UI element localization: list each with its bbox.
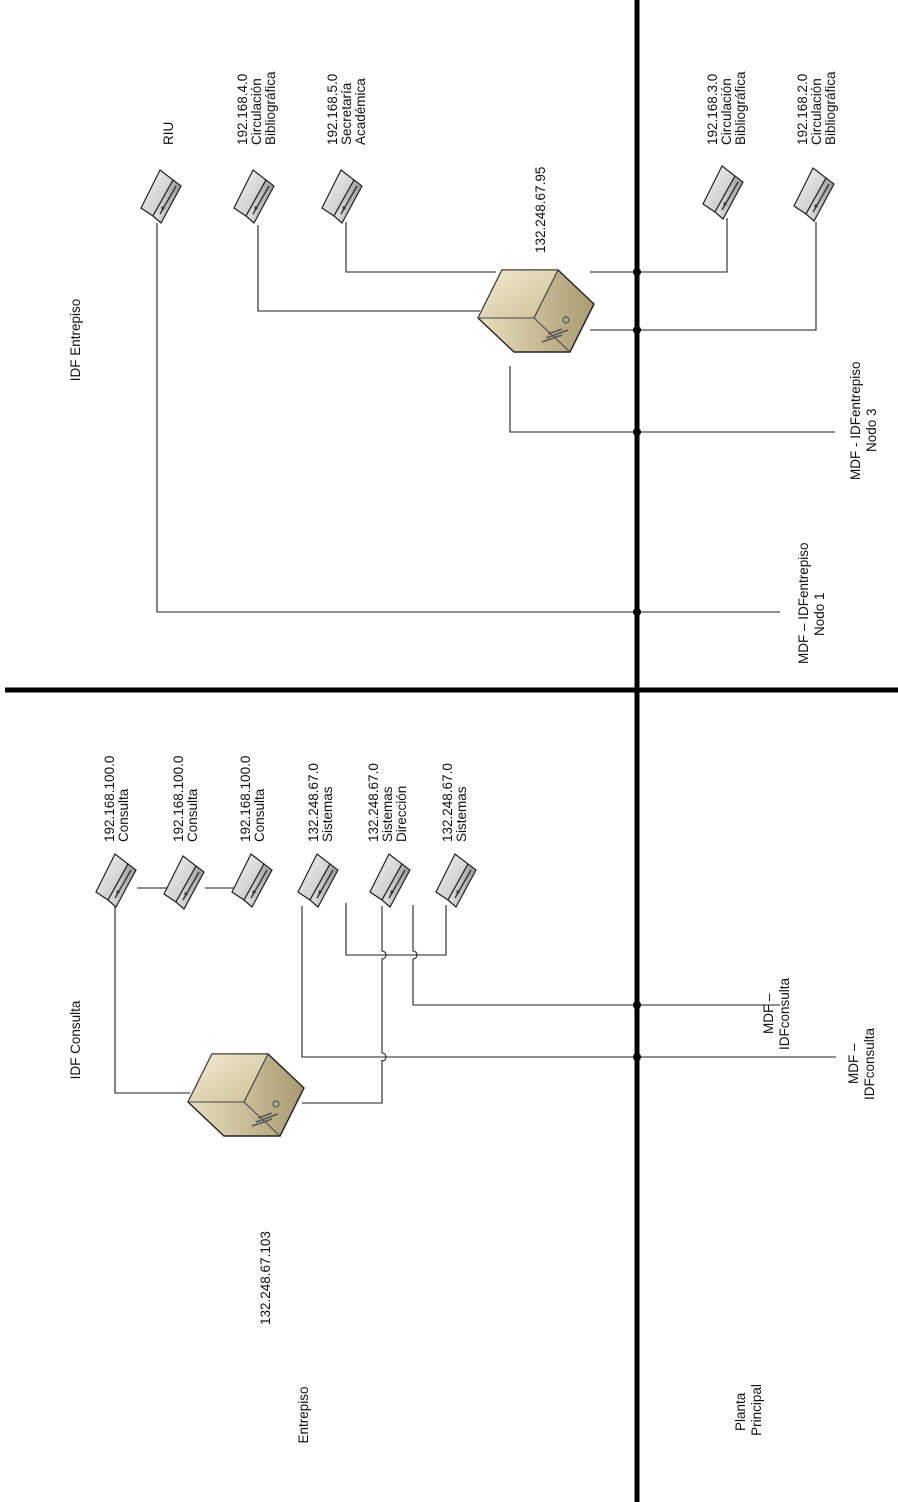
switch-icon	[793, 167, 835, 222]
switch-label: 192.168.100.0 Consulta	[171, 752, 200, 842]
switch-icon	[233, 169, 275, 224]
switch-label: 192.168.100.0 Consulta	[102, 752, 131, 842]
section-label-idf-entrepiso: IDF Entrepiso	[68, 299, 83, 382]
server-label-consulta: 132.248.67.103	[258, 1231, 273, 1325]
link-label-consulta-1: MDF – IDFconsulta	[761, 977, 792, 1050]
switch-icon	[297, 853, 339, 908]
switch-label: 132.248.67.0 Sistemas	[306, 759, 335, 842]
server-icon	[187, 1053, 305, 1137]
switch-label: 192.168.4.0 Circulación Bibliográfica	[235, 70, 278, 145]
switch-label: 192.168.5.0 Secretaría Académica	[325, 70, 368, 145]
switch-icon	[369, 853, 411, 908]
switch-label: 132.248.67.0 Sistemas	[440, 759, 469, 842]
switch-icon	[95, 853, 137, 908]
switch-icon	[231, 853, 273, 908]
switch-label: 192.168.2.0 Circulación Bibliográfica	[795, 70, 838, 145]
switch-icon	[321, 169, 363, 224]
entrepiso-wires	[156, 218, 835, 613]
switch-icon	[435, 853, 477, 908]
switch-icon	[702, 165, 744, 220]
section-label-planta-principal: Planta Principal	[733, 1384, 764, 1436]
switch-icon	[163, 855, 205, 910]
switch-label: 192.168.3.0 Circulación Bibliográfica	[705, 70, 748, 145]
server-label-entrepiso: 132.248.67.95	[533, 167, 548, 253]
switch-label: RIU	[161, 122, 176, 145]
link-label-nodo-3: MDF - IDFentrepiso Nodo 3	[848, 358, 879, 480]
consulta-wires	[114, 887, 836, 1104]
switch-icon	[140, 169, 182, 224]
section-label-entrepiso: Entrepiso	[296, 1386, 311, 1443]
server-icon	[477, 269, 595, 353]
link-label-consulta-2: MDF – IDFconsulta	[846, 1027, 877, 1100]
switch-label: 192.168.100.0 Consulta	[238, 752, 267, 842]
switch-label: 132.248.67.0 Sistemas Dirección	[366, 759, 409, 842]
link-label-nodo-1: MDF – IDFentrepiso Nodo 1	[796, 539, 827, 664]
section-label-idf-consulta: IDF Consulta	[68, 1000, 83, 1079]
